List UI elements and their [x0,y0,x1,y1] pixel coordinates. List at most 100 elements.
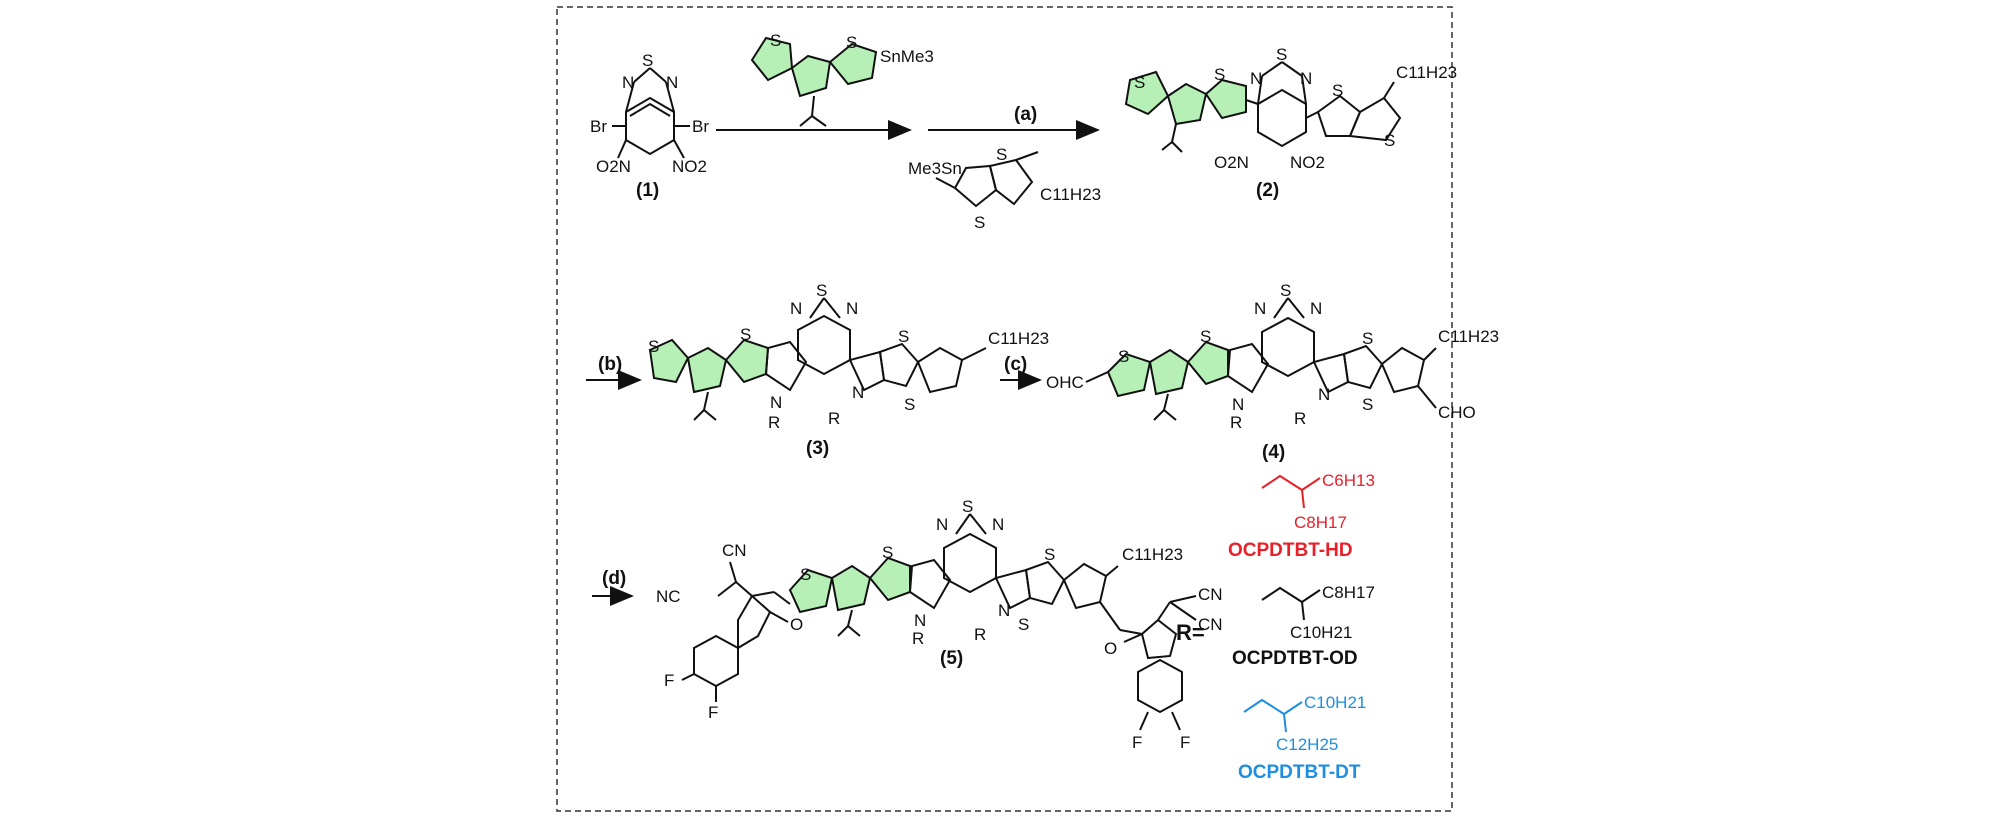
atom-s: S [1362,329,1373,348]
substituent-name: OCPDTBT-OD [1232,648,1358,669]
compound-label-1: (1) [636,180,659,201]
atom-c11h23: C11H23 [1396,63,1457,82]
atom-cn: CN [722,541,747,560]
atom-n: N [1310,299,1322,318]
substituent-branch-b: C12H25 [1276,735,1338,754]
atom-s: S [1332,81,1343,100]
atom-s: S [974,213,985,232]
atom-n: N [936,515,948,534]
compound-label-4: (4) [1262,442,1285,463]
atom-n: N [1232,395,1244,414]
atom-n: N [846,299,858,318]
atom-f: F [708,703,718,722]
atom-s: S [1134,73,1145,92]
atom-f: F [1180,733,1190,752]
atom-n: N [1254,299,1266,318]
atom-s: S [642,51,653,70]
atom-n: N [914,611,926,630]
r-group-label: R= [1176,620,1205,645]
compound-3-structure: S S N R S N N N R S S C11H23 (3) [648,281,1049,459]
atom-s: S [962,497,973,516]
substituent-name: OCPDTBT-HD [1228,540,1353,561]
substituent-od: C8H17 C10H21 OCPDTBT-OD [1232,583,1375,669]
atom-cn: CN [1198,585,1223,604]
atom-s: S [1214,65,1225,84]
atom-snme3: SnMe3 [880,47,934,66]
compound-4-structure: OHC S S N R S N N N R S S C11H23 CHO (4) [1046,281,1499,463]
atom-br: Br [590,117,607,136]
atom-s: S [1118,347,1129,366]
atom-s: S [846,33,857,52]
atom-n: N [998,601,1010,620]
atom-n: N [666,73,678,92]
compound-label-5: (5) [940,648,963,669]
substituent-name: OCPDTBT-DT [1238,762,1361,783]
step-label-b: (b) [598,354,622,375]
atom-r: R [768,413,780,432]
reagent-thienothiophene-stannane: S S Me3Sn C11H23 [908,145,1101,232]
atom-o2n: O2N [1214,153,1249,172]
atom-s: S [898,327,909,346]
atom-o2n: O2N [596,157,631,176]
atom-n: N [1250,69,1262,88]
atom-cho: CHO [1438,403,1476,422]
atom-s: S [1362,395,1373,414]
atom-r: R [828,409,840,428]
atom-r: R [1294,409,1306,428]
atom-c11h23: C11H23 [1122,545,1183,564]
atom-s: S [996,145,1007,164]
atom-r: R [1230,413,1242,432]
compound-5-structure: CN NC O F F S S N R S N N N R S S C11H23… [656,497,1223,752]
substituent-hd: C6H13 C8H17 OCPDTBT-HD [1228,471,1375,561]
atom-no2: NO2 [672,157,707,176]
atom-s: S [816,281,827,300]
atom-s: S [770,31,781,50]
atom-n: N [790,299,802,318]
atom-s: S [1018,615,1029,634]
step-label-c: (c) [1004,354,1027,375]
atom-r: R [974,625,986,644]
atom-f: F [1132,733,1142,752]
compound-2-structure: S S S N N S S C11H23 O2N NO2 (2) [1124,45,1457,201]
atom-s: S [1200,327,1211,346]
atom-n: N [852,383,864,402]
atom-n: N [992,515,1004,534]
substituent-branch-a: C6H13 [1322,471,1375,490]
step-label-a: (a) [1014,104,1037,125]
scheme-frame [556,6,1453,812]
atom-n: N [622,73,634,92]
atom-s: S [904,395,915,414]
atom-n: N [770,393,782,412]
atom-s: S [1044,545,1055,564]
atom-o: O [790,615,803,634]
atom-c11h23: C11H23 [1040,185,1101,204]
atom-f: F [664,671,674,690]
atom-me3sn: Me3Sn [908,159,962,178]
substituent-dt: C10H21 C12H25 OCPDTBT-DT [1238,693,1366,783]
substituent-branch-a: C10H21 [1304,693,1366,712]
atom-n: N [1300,69,1312,88]
atom-s: S [740,325,751,344]
substituent-branch-b: C10H21 [1290,623,1352,642]
atom-s: S [882,543,893,562]
atom-s: S [1276,45,1287,64]
atom-o: O [1104,639,1117,658]
compound-label-2: (2) [1256,180,1279,201]
substituent-branch-a: C8H17 [1322,583,1375,602]
atom-br: Br [692,117,709,136]
atom-s: S [1280,281,1291,300]
reagent-cpdt-stannane: S S SnMe3 [750,31,934,127]
atom-ohc: OHC [1046,373,1084,392]
atom-cn: CN [1198,615,1223,634]
atom-s: S [1384,131,1395,150]
atom-n: N [1318,385,1330,404]
atom-s: S [648,337,659,356]
atom-s: S [800,565,811,584]
compound-1-structure: S N N Br Br O2N NO2 (1) [590,51,709,201]
atom-r: R [912,629,924,648]
atom-c11h23: C11H23 [988,329,1049,348]
atom-no2: NO2 [1290,153,1325,172]
step-label-d: (d) [602,568,626,589]
substituent-branch-b: C8H17 [1294,513,1347,532]
